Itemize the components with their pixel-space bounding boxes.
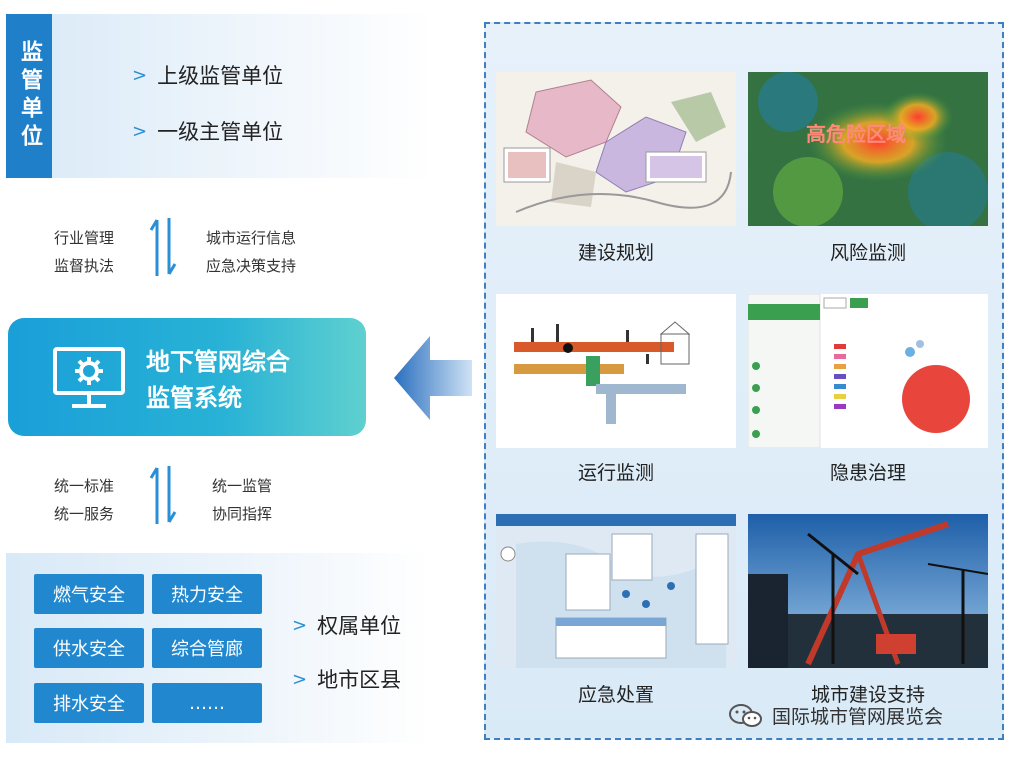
operation-monitoring-image xyxy=(496,294,736,448)
supervision-tab-label: 监管单位 xyxy=(17,40,42,152)
module-label-emergency: 应急处置 xyxy=(577,684,654,706)
hazard-governance-image xyxy=(748,294,988,448)
bidirectional-arrow-icon xyxy=(149,466,177,524)
arrow-left-icon xyxy=(394,336,472,420)
flow-top-right: 城市运行信息 应急决策支持 xyxy=(206,229,297,275)
system-title: 地下管网综合 监管系统 xyxy=(146,348,290,412)
supervision-panel xyxy=(6,14,434,178)
module-label-urban: 城市建设支持 xyxy=(810,684,925,706)
module-label-planning: 建设规划 xyxy=(577,242,654,264)
construction-planning-image xyxy=(496,72,736,226)
more-button[interactable]: …… xyxy=(152,683,262,723)
bidirectional-arrow-icon xyxy=(149,218,177,276)
supervision-item-primary: > 一级主管单位 xyxy=(132,120,284,144)
ownership-item-district: > 地市区县 xyxy=(292,668,402,692)
risk-area-label: 高危险区域 xyxy=(806,122,906,146)
flow-bottom-left: 统一标准 统一服务 xyxy=(54,477,115,523)
system-box: 地下管网综合 监管系统 xyxy=(8,318,366,436)
drainage-safety-button[interactable]: 排水安全 xyxy=(34,683,144,723)
module-label-risk: 风险监测 xyxy=(829,242,906,264)
chevron-right-icon: > xyxy=(292,614,308,636)
supervision-item-superior: > 上级监管单位 xyxy=(132,64,284,88)
risk-monitoring-image xyxy=(748,72,988,226)
flow-top-left: 行业管理 监督执法 xyxy=(54,229,115,275)
gear-monitor-icon xyxy=(53,347,125,408)
utility-tunnel-button[interactable]: 综合管廊 xyxy=(152,628,262,668)
chevron-right-icon: > xyxy=(132,64,148,86)
ownership-item-owner: > 权属单位 xyxy=(292,614,402,638)
water-supply-safety-button[interactable]: 供水安全 xyxy=(34,628,144,668)
supervision-tab: 监管单位 xyxy=(6,14,52,178)
gas-safety-button[interactable]: 燃气安全 xyxy=(34,574,144,614)
emergency-response-image xyxy=(496,514,736,668)
wechat-icon xyxy=(729,703,762,727)
flow-bottom-right: 统一监管 协同指挥 xyxy=(212,477,273,523)
chevron-right-icon: > xyxy=(132,120,148,142)
module-label-hazard: 隐患治理 xyxy=(829,462,906,484)
heat-safety-button[interactable]: 热力安全 xyxy=(152,574,262,614)
urban-construction-image xyxy=(748,514,988,668)
module-label-operation: 运行监测 xyxy=(577,462,654,484)
chevron-right-icon: > xyxy=(292,668,308,690)
watermark: 国际城市管网展览会 xyxy=(728,702,943,729)
